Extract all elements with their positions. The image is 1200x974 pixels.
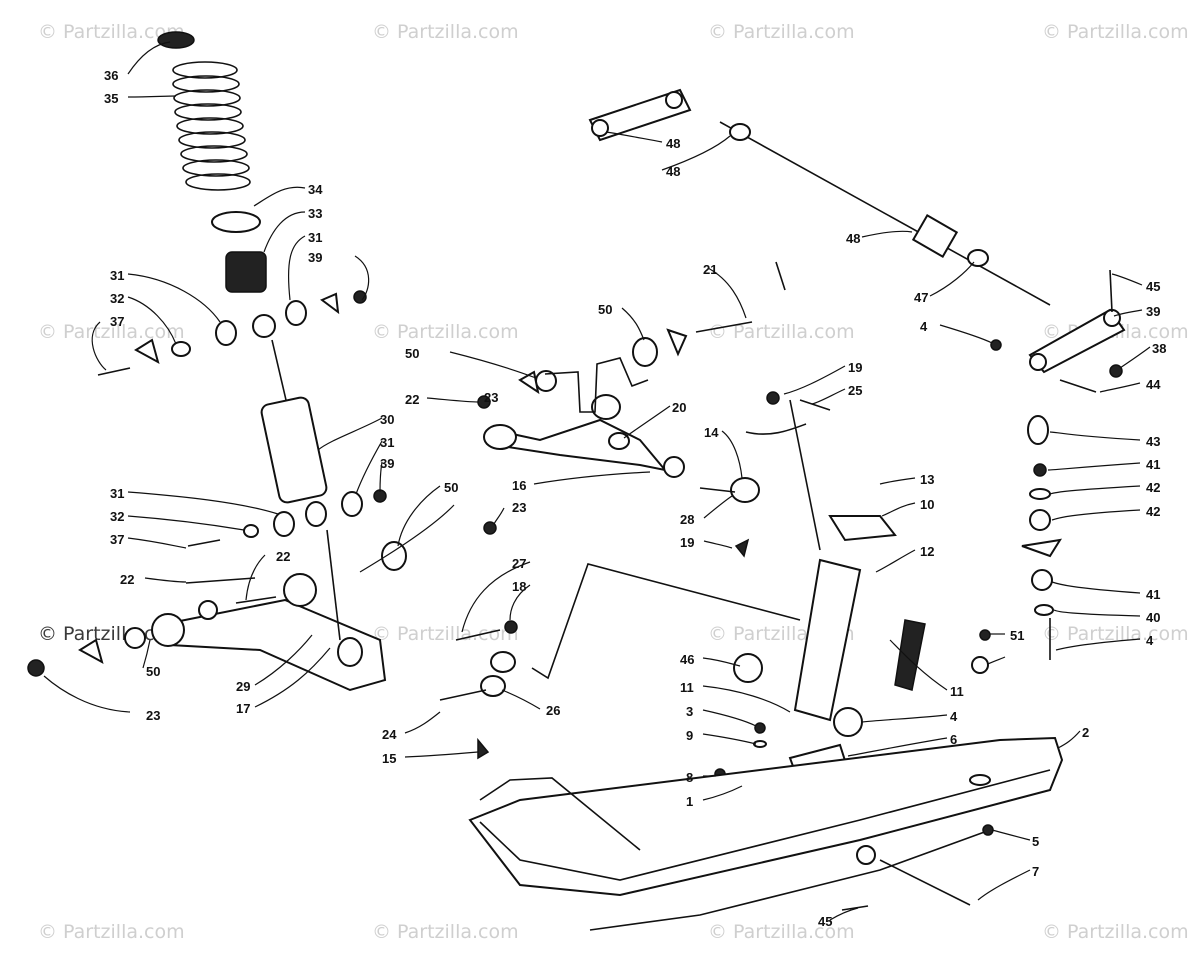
callout-number: 50 [405,346,419,361]
watermark: © Partzilla.com [38,623,185,645]
callout-number: 41 [1146,457,1160,472]
callout-number: 37 [110,532,124,547]
callout-number: 23 [146,708,160,723]
callout-number: 4 [950,709,958,724]
watermark: © Partzilla.com [38,321,185,343]
steering-and-sway-bar [439,261,831,760]
callout-number: 42 [1146,504,1160,519]
callout-number: 37 [110,314,124,329]
watermark: © Partzilla.com [372,21,519,43]
callout-number: 51 [1010,628,1024,643]
callout-number: 23 [484,390,498,405]
callout-number: 23 [512,500,526,515]
callout-number: 30 [380,412,394,427]
callout-number: 48 [846,231,860,246]
callout-number: 42 [1146,480,1160,495]
callout-number: 28 [680,512,694,527]
callout-number: 29 [236,679,250,694]
callout-number: 11 [680,680,694,695]
shock-spring-assembly [97,31,387,547]
callout-number: 33 [308,206,322,221]
callout-number: 21 [703,262,717,277]
upper-a-arm [381,321,753,571]
leader-lines [43,41,1151,921]
callout-number: 50 [598,302,612,317]
callout-number: 18 [512,579,526,594]
callout-number: 46 [680,652,694,667]
callout-number: 12 [920,544,934,559]
callout-number: 15 [382,751,396,766]
steering-linkage [588,88,1126,660]
callout-number: 47 [914,290,928,305]
callout-number: 31 [110,486,124,501]
callout-number: 31 [308,230,322,245]
callout-number: 11 [950,684,964,699]
callout-number: 45 [1146,279,1160,294]
watermark: © Partzilla.com [1042,921,1189,943]
callout-number: 9 [686,728,693,743]
ski [468,629,1064,931]
watermark: © Partzilla.com [372,921,519,943]
callout-number: 26 [546,703,560,718]
callout-number: 44 [1146,377,1161,392]
watermark: © Partzilla.com [372,321,519,343]
callout-number: 16 [512,478,526,493]
callout-number: 3 [686,704,693,719]
watermark: © Partzilla.com [38,21,185,43]
callout-number: 39 [380,456,394,471]
watermark: © Partzilla.com [38,921,185,943]
callout-number: 4 [1146,633,1154,648]
callout-number: 22 [276,549,290,564]
callout-number: 40 [1146,610,1160,625]
callout-number: 25 [848,383,862,398]
watermark: © Partzilla.com [372,623,519,645]
callout-number: 7 [1032,864,1039,879]
watermark: © Partzilla.com [1042,21,1189,43]
callout-number: 20 [672,400,686,415]
callout-number: 6 [950,732,957,747]
callout-number: 1 [686,794,693,809]
callout-number: 31 [110,268,124,283]
callout-number: 35 [104,91,118,106]
callout-number: 27 [512,556,526,571]
callout-number: 48 [666,164,680,179]
callout-number: 43 [1146,434,1160,449]
callout-number: 50 [146,664,160,679]
callout-number: 48 [666,136,680,151]
callout-number: 19 [680,535,694,550]
coil-spring [172,61,251,191]
callout-number: 14 [704,425,719,440]
callout-number: 32 [110,509,124,524]
callout-number: 13 [920,472,934,487]
callout-number: 8 [686,770,693,785]
callout-number: 39 [1146,304,1160,319]
callout-number: 22 [405,392,419,407]
callout-number: 45 [818,914,832,929]
lower-a-arm [27,529,387,692]
callout-number: 19 [848,360,862,375]
callout-number: 34 [308,182,323,197]
watermark: © Partzilla.com [708,921,855,943]
callout-labels: 36 35 34 33 31 39 31 32 37 30 31 39 31 3… [104,68,1166,929]
callout-number: 2 [1082,725,1089,740]
callout-number: 36 [104,68,118,83]
callout-number: 22 [120,572,134,587]
callout-number: 32 [110,291,124,306]
watermark: © Partzilla.com [708,321,855,343]
callout-number: 31 [380,435,394,450]
callout-number: 38 [1152,341,1166,356]
callout-number: 4 [920,319,928,334]
callout-number: 24 [382,727,397,742]
callout-number: 41 [1146,587,1160,602]
spindle-assembly [714,399,926,790]
callout-number: 10 [920,497,934,512]
callout-number: 39 [308,250,322,265]
callout-number: 50 [444,480,458,495]
callout-number: 17 [236,701,250,716]
watermark: © Partzilla.com [708,21,855,43]
watermark: © Partzilla.com [1042,623,1189,645]
callout-number: 5 [1032,834,1039,849]
